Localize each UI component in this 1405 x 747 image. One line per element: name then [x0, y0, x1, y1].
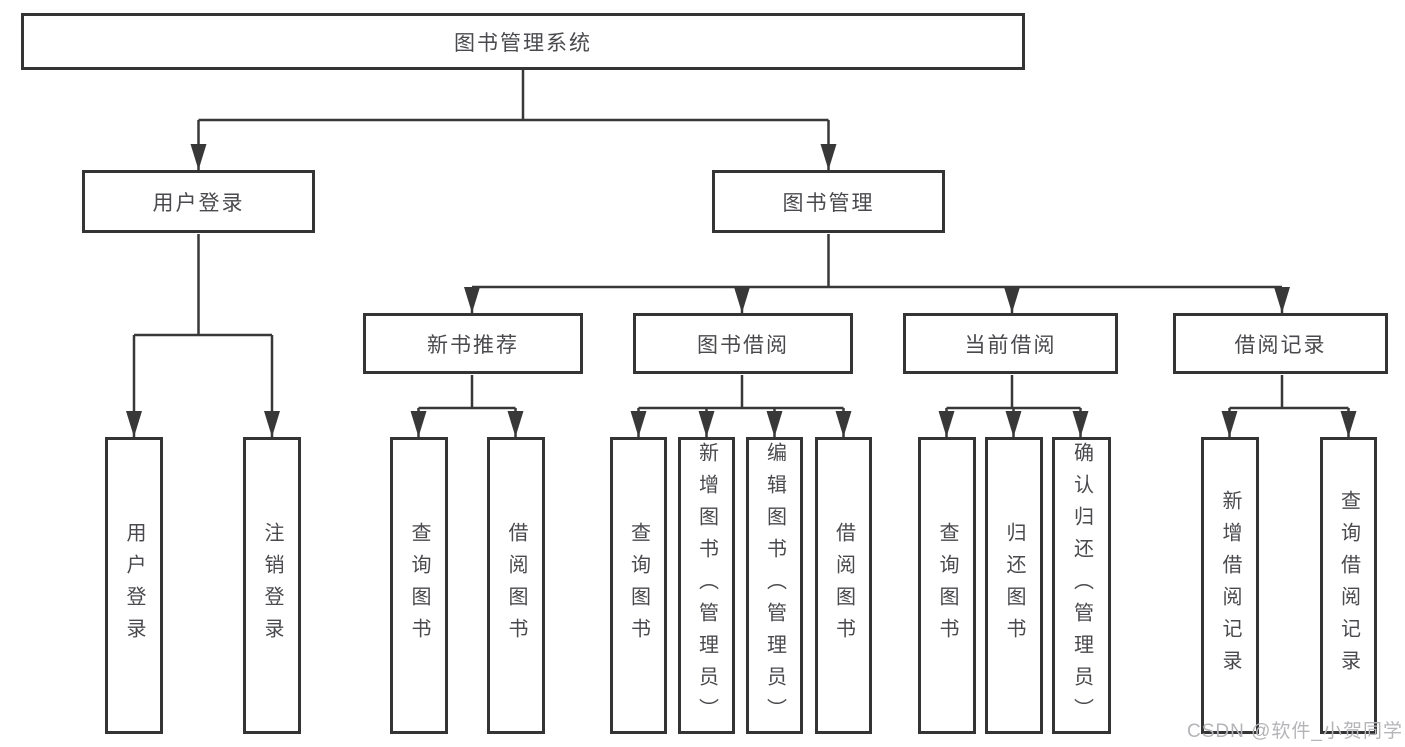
- leaf-borrow-book-2: 借阅图书: [815, 437, 872, 734]
- leaf-add-book-admin: 新增图书（管理员）: [678, 437, 735, 734]
- node-book-mgmt-branch-label: 图书管理: [782, 191, 875, 215]
- node-current-borrow: 当前借阅: [903, 313, 1118, 374]
- leaf-query-borrow-record-label: 查询借阅记录: [1337, 489, 1360, 682]
- leaf-borrow-book-1: 借阅图书: [487, 437, 545, 734]
- node-user-login-branch-label: 用户登录: [152, 191, 245, 215]
- leaf-add-borrow-record: 新增借阅记录: [1201, 437, 1259, 734]
- leaf-add-borrow-record-label: 新增借阅记录: [1219, 489, 1241, 682]
- node-user-login-branch: 用户登录: [82, 170, 315, 233]
- node-root-label: 图书管理系统: [454, 31, 592, 55]
- leaf-user-login: 用户登录: [105, 437, 163, 734]
- leaf-return-book: 归还图书: [985, 437, 1043, 734]
- node-current-borrow-label: 当前借阅: [964, 333, 1057, 357]
- leaf-query-book-1-label: 查询图书: [408, 521, 430, 650]
- csdn-watermark: CSDN @软件_小贺同学: [1187, 721, 1403, 742]
- node-book-borrow: 图书借阅: [633, 313, 853, 374]
- leaf-query-book-1: 查询图书: [390, 437, 448, 734]
- node-new-book-rec-label: 新书推荐: [427, 333, 519, 357]
- leaf-user-login-label: 用户登录: [123, 521, 145, 650]
- node-new-book-rec: 新书推荐: [363, 313, 583, 374]
- leaf-logout-label: 注销登录: [261, 521, 283, 650]
- leaf-borrow-book-1-label: 借阅图书: [505, 521, 527, 650]
- leaf-add-book-admin-label: 新增图书（管理员）: [695, 441, 718, 730]
- leaf-edit-book-admin-label: 编辑图书（管理员）: [763, 441, 786, 730]
- node-borrow-records: 借阅记录: [1173, 313, 1388, 374]
- leaf-query-borrow-record: 查询借阅记录: [1320, 437, 1377, 734]
- leaf-confirm-return-admin-label: 确认归还（管理员）: [1070, 441, 1093, 730]
- node-borrow-records-label: 借阅记录: [1234, 333, 1327, 357]
- leaf-logout: 注销登录: [243, 437, 301, 734]
- leaf-edit-book-admin: 编辑图书（管理员）: [746, 437, 803, 734]
- leaf-query-book-2: 查询图书: [610, 437, 667, 734]
- leaf-query-book-2-label: 查询图书: [627, 521, 650, 650]
- leaf-query-book-3: 查询图书: [918, 437, 976, 734]
- leaf-return-book-label: 归还图书: [1003, 521, 1025, 650]
- node-book-mgmt-branch: 图书管理: [712, 170, 945, 233]
- leaf-confirm-return-admin: 确认归还（管理员）: [1052, 437, 1111, 734]
- leaf-borrow-book-2-label: 借阅图书: [832, 521, 855, 650]
- node-root: 图书管理系统: [21, 13, 1025, 70]
- node-book-borrow-label: 图书借阅: [697, 333, 789, 357]
- leaf-query-book-3-label: 查询图书: [936, 521, 958, 650]
